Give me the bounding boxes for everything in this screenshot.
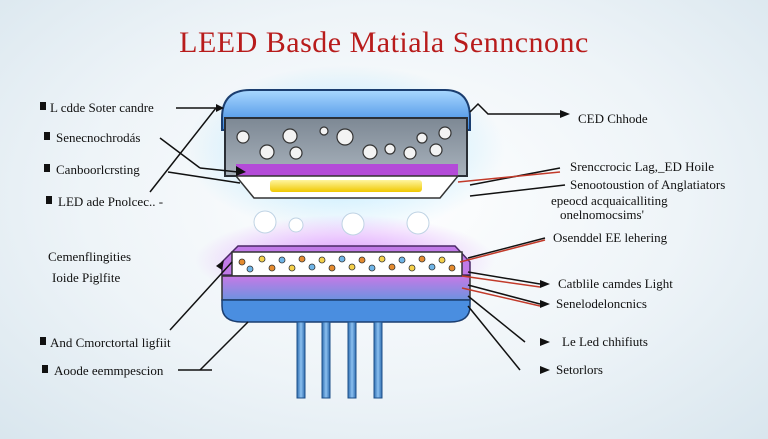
left-label-6: Ioide Piglfite — [52, 270, 121, 285]
bullet-icon — [42, 365, 48, 373]
left-label-2: Senecnochrodás — [56, 130, 141, 145]
left-label-7: And Cmorctortal ligfiit — [50, 335, 171, 350]
right-label-10: Setorlors — [556, 362, 603, 377]
cap-bubbles — [236, 126, 452, 160]
left-label-8: Aoode eemmpescion — [54, 363, 164, 378]
led-pins — [296, 321, 383, 399]
right-label-7: Catblile camdes Light — [558, 276, 673, 291]
left-leader-lines — [149, 107, 249, 371]
left-label-4: LED ade Pnolcec.. - — [58, 194, 164, 209]
right-label-8: Senelodeloncnics — [556, 296, 647, 311]
led-cap — [221, 89, 471, 199]
bullet-icon — [44, 164, 50, 172]
floating-spheres — [253, 210, 430, 236]
left-arrowheads — [216, 104, 246, 270]
led-base — [221, 245, 471, 323]
right-leader-lines-red — [457, 171, 561, 307]
left-label-3: Canboorlcrsting — [56, 162, 140, 177]
bullet-icon — [40, 337, 46, 345]
right-label-2: Srenccrocic Lag,_ED Hoile — [570, 159, 715, 174]
right-label-9: Le Led chhifiuts — [562, 334, 648, 349]
right-label-4: epeocd acquaicalliting — [551, 193, 668, 208]
left-label-1: L cdde Soter candre — [50, 100, 154, 115]
bullet-icon — [46, 196, 52, 204]
diagram-title: LEED Basde Matiala Senncnonc — [179, 26, 589, 59]
right-leader-lines — [467, 102, 566, 371]
right-label-6: Osenddel EE lehering — [553, 230, 668, 245]
right-label-5: onelnomocsims' — [560, 207, 644, 222]
right-label-3: Senootoustion of Anglatiators — [570, 177, 726, 192]
right-label-1: CED Chhode — [578, 111, 648, 126]
bullet-icon — [40, 102, 46, 110]
base-particles — [238, 255, 456, 273]
left-label-5: Cemenflingities — [48, 249, 132, 264]
right-arrowheads — [540, 110, 570, 374]
bullet-icon — [44, 132, 50, 140]
